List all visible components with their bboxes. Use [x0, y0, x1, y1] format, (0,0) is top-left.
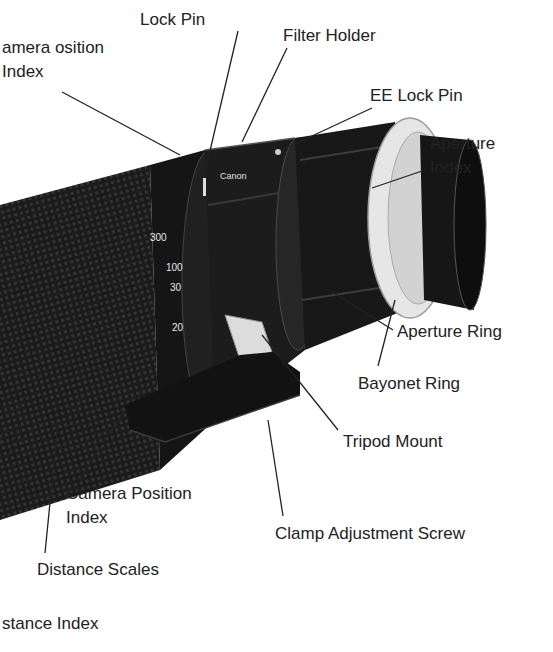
focus-grip: [0, 165, 160, 520]
tripod-mount: [125, 352, 300, 442]
engraved-brand: Canon: [220, 170, 247, 182]
part-label: Tripod Mount: [343, 430, 443, 454]
part-label: Aperture Index: [430, 132, 530, 180]
lock-pin: [203, 178, 206, 196]
part-label: stance Index: [2, 612, 98, 636]
part-label: Camera Position Index: [66, 482, 216, 530]
leader-lines: [8, 31, 425, 553]
part-label: Aperture Ring: [397, 320, 502, 344]
part-label: EE Lock Pin: [370, 84, 463, 108]
part-label: Filter Holder: [283, 24, 376, 48]
distance-number: 100: [166, 262, 183, 274]
distance-number: 20: [172, 322, 183, 334]
part-label: Distance Scales: [37, 558, 159, 582]
part-label: Lock Pin: [140, 8, 205, 32]
part-label: amera osition Index: [2, 36, 130, 84]
part-label: Clamp Adjustment Screw: [275, 522, 465, 546]
ee-lock-pin: [275, 149, 281, 155]
part-label: Bayonet Ring: [358, 372, 460, 396]
distance-number: 300: [150, 232, 167, 244]
distance-number: 30: [170, 282, 181, 294]
